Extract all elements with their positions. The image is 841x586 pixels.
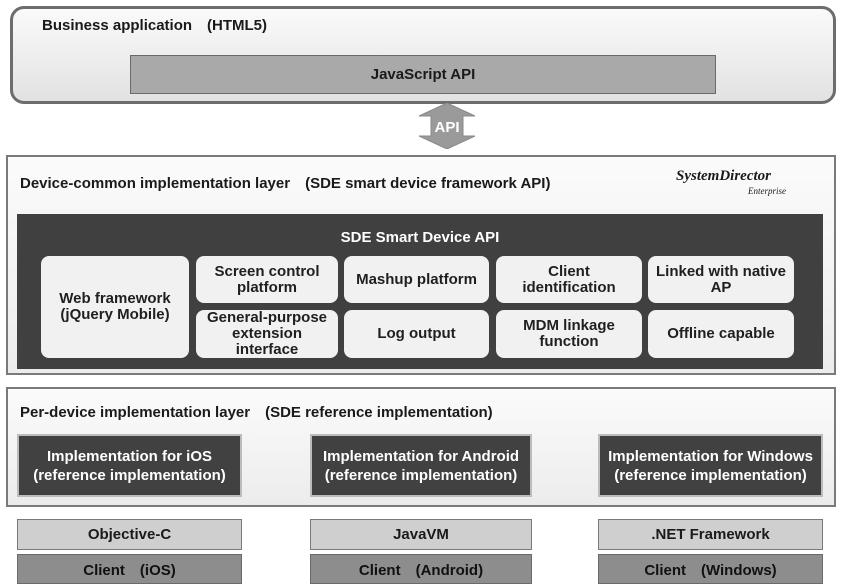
client-windows: Client (Windows) — [598, 554, 823, 584]
api-arrow-shape — [418, 103, 476, 149]
screen-control-tile: Screen control platform — [196, 256, 338, 303]
impl-ios-box: Implementation for iOS (reference implem… — [17, 434, 242, 497]
web-framework-tile: Web framework (jQuery Mobile) — [41, 256, 189, 358]
device-common-title: Device-common implementation layer (SDE … — [20, 175, 551, 192]
runtime-objective-c: Objective-C — [17, 519, 242, 550]
linked-native-tile: Linked with native AP — [648, 256, 794, 303]
impl-android-box: Implementation for Android (reference im… — [310, 434, 532, 497]
systemdirector-logo: SystemDirector — [676, 168, 771, 184]
client-identification-tile: Client identification — [496, 256, 642, 303]
runtime-dotnet: .NET Framework — [598, 519, 823, 550]
impl-windows-box: Implementation for Windows (reference im… — [598, 434, 823, 497]
javascript-api-box: JavaScript API — [130, 55, 716, 94]
client-ios: Client (iOS) — [17, 554, 242, 584]
api-arrow-label: API — [434, 119, 459, 136]
api-double-arrow-icon: API — [418, 103, 476, 149]
business-application-title: Business application (HTML5) — [42, 17, 268, 34]
sde-smart-device-api-title: SDE Smart Device API — [340, 229, 500, 246]
mdm-linkage-tile: MDM linkage function — [496, 310, 642, 358]
per-device-title: Per-device implementation layer (SDE ref… — [20, 404, 493, 421]
offline-capable-tile: Offline capable — [648, 310, 794, 358]
mashup-platform-tile: Mashup platform — [344, 256, 489, 303]
log-output-tile: Log output — [344, 310, 489, 358]
runtime-javavm: JavaVM — [310, 519, 532, 550]
client-android: Client (Android) — [310, 554, 532, 584]
general-purpose-tile: General-purpose extension interface — [196, 310, 338, 358]
systemdirector-logo-sub: Enterprise — [748, 186, 786, 196]
